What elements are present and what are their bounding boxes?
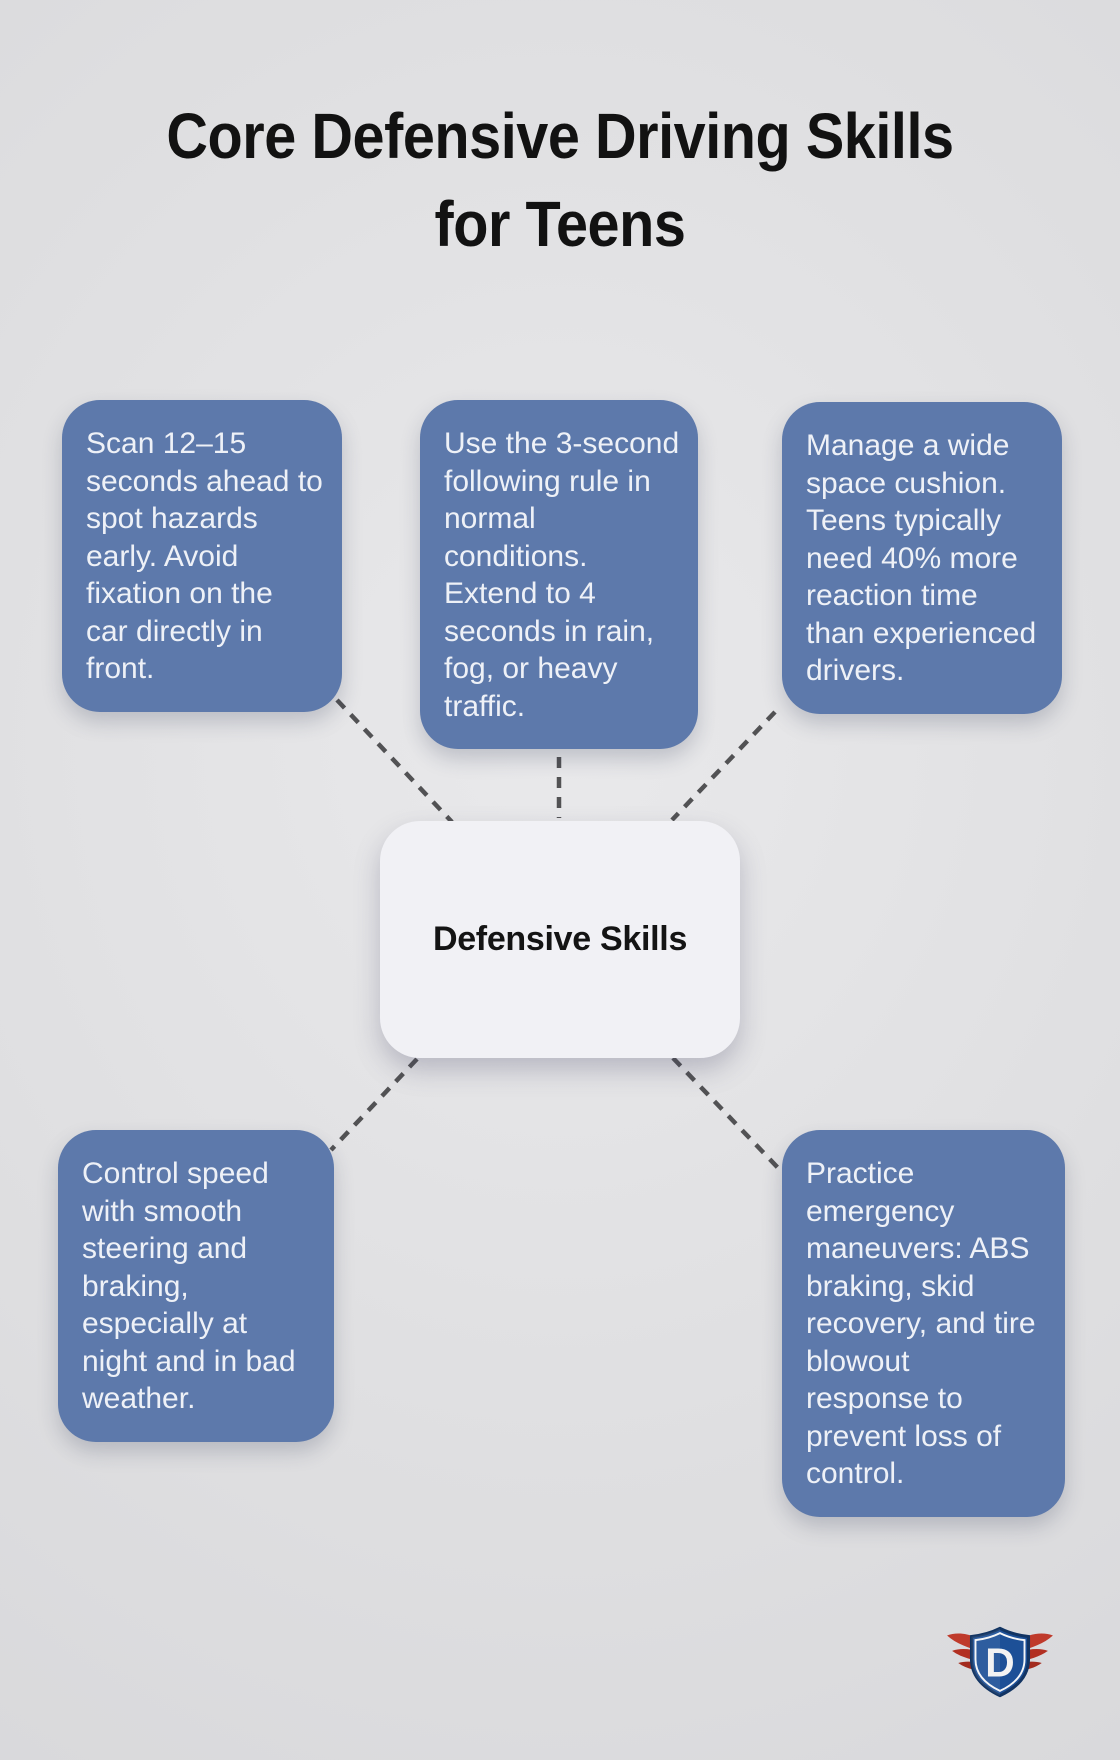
brand-logo: D <box>944 1624 1056 1698</box>
skill-card-following-rule: Use the 3-second following rule in norma… <box>420 400 698 749</box>
connector-top-left <box>335 698 454 824</box>
skill-card-speed-control: Control speed with smooth steering and b… <box>58 1130 334 1442</box>
connector-bottom-left <box>329 1057 419 1152</box>
page-title: Core Defensive Driving Skills for Teens <box>166 100 954 260</box>
skill-card-text: Practice emergency maneuvers: ABS brakin… <box>806 1157 1036 1490</box>
connector-top-right <box>670 710 777 822</box>
skill-card-text: Manage a wide space cushion. Teens typic… <box>806 429 1037 687</box>
skill-card-emergency-maneuvers: Practice emergency maneuvers: ABS brakin… <box>782 1130 1065 1517</box>
skill-card-text: Control speed with smooth steering and b… <box>82 1157 296 1415</box>
skill-card-space-cushion: Manage a wide space cushion. Teens typic… <box>782 402 1062 714</box>
center-node: Defensive Skills <box>380 821 740 1058</box>
skill-card-text: Use the 3-second following rule in norma… <box>444 427 680 723</box>
skill-card-text: Scan 12–15 seconds ahead to spot hazards… <box>86 427 323 685</box>
shield-icon: D <box>969 1626 1031 1698</box>
center-node-label: Defensive Skills <box>432 920 688 958</box>
logo-letter: D <box>985 1639 1014 1685</box>
connector-bottom-right <box>671 1056 784 1174</box>
skill-card-scan-ahead: Scan 12–15 seconds ahead to spot hazards… <box>62 400 342 712</box>
